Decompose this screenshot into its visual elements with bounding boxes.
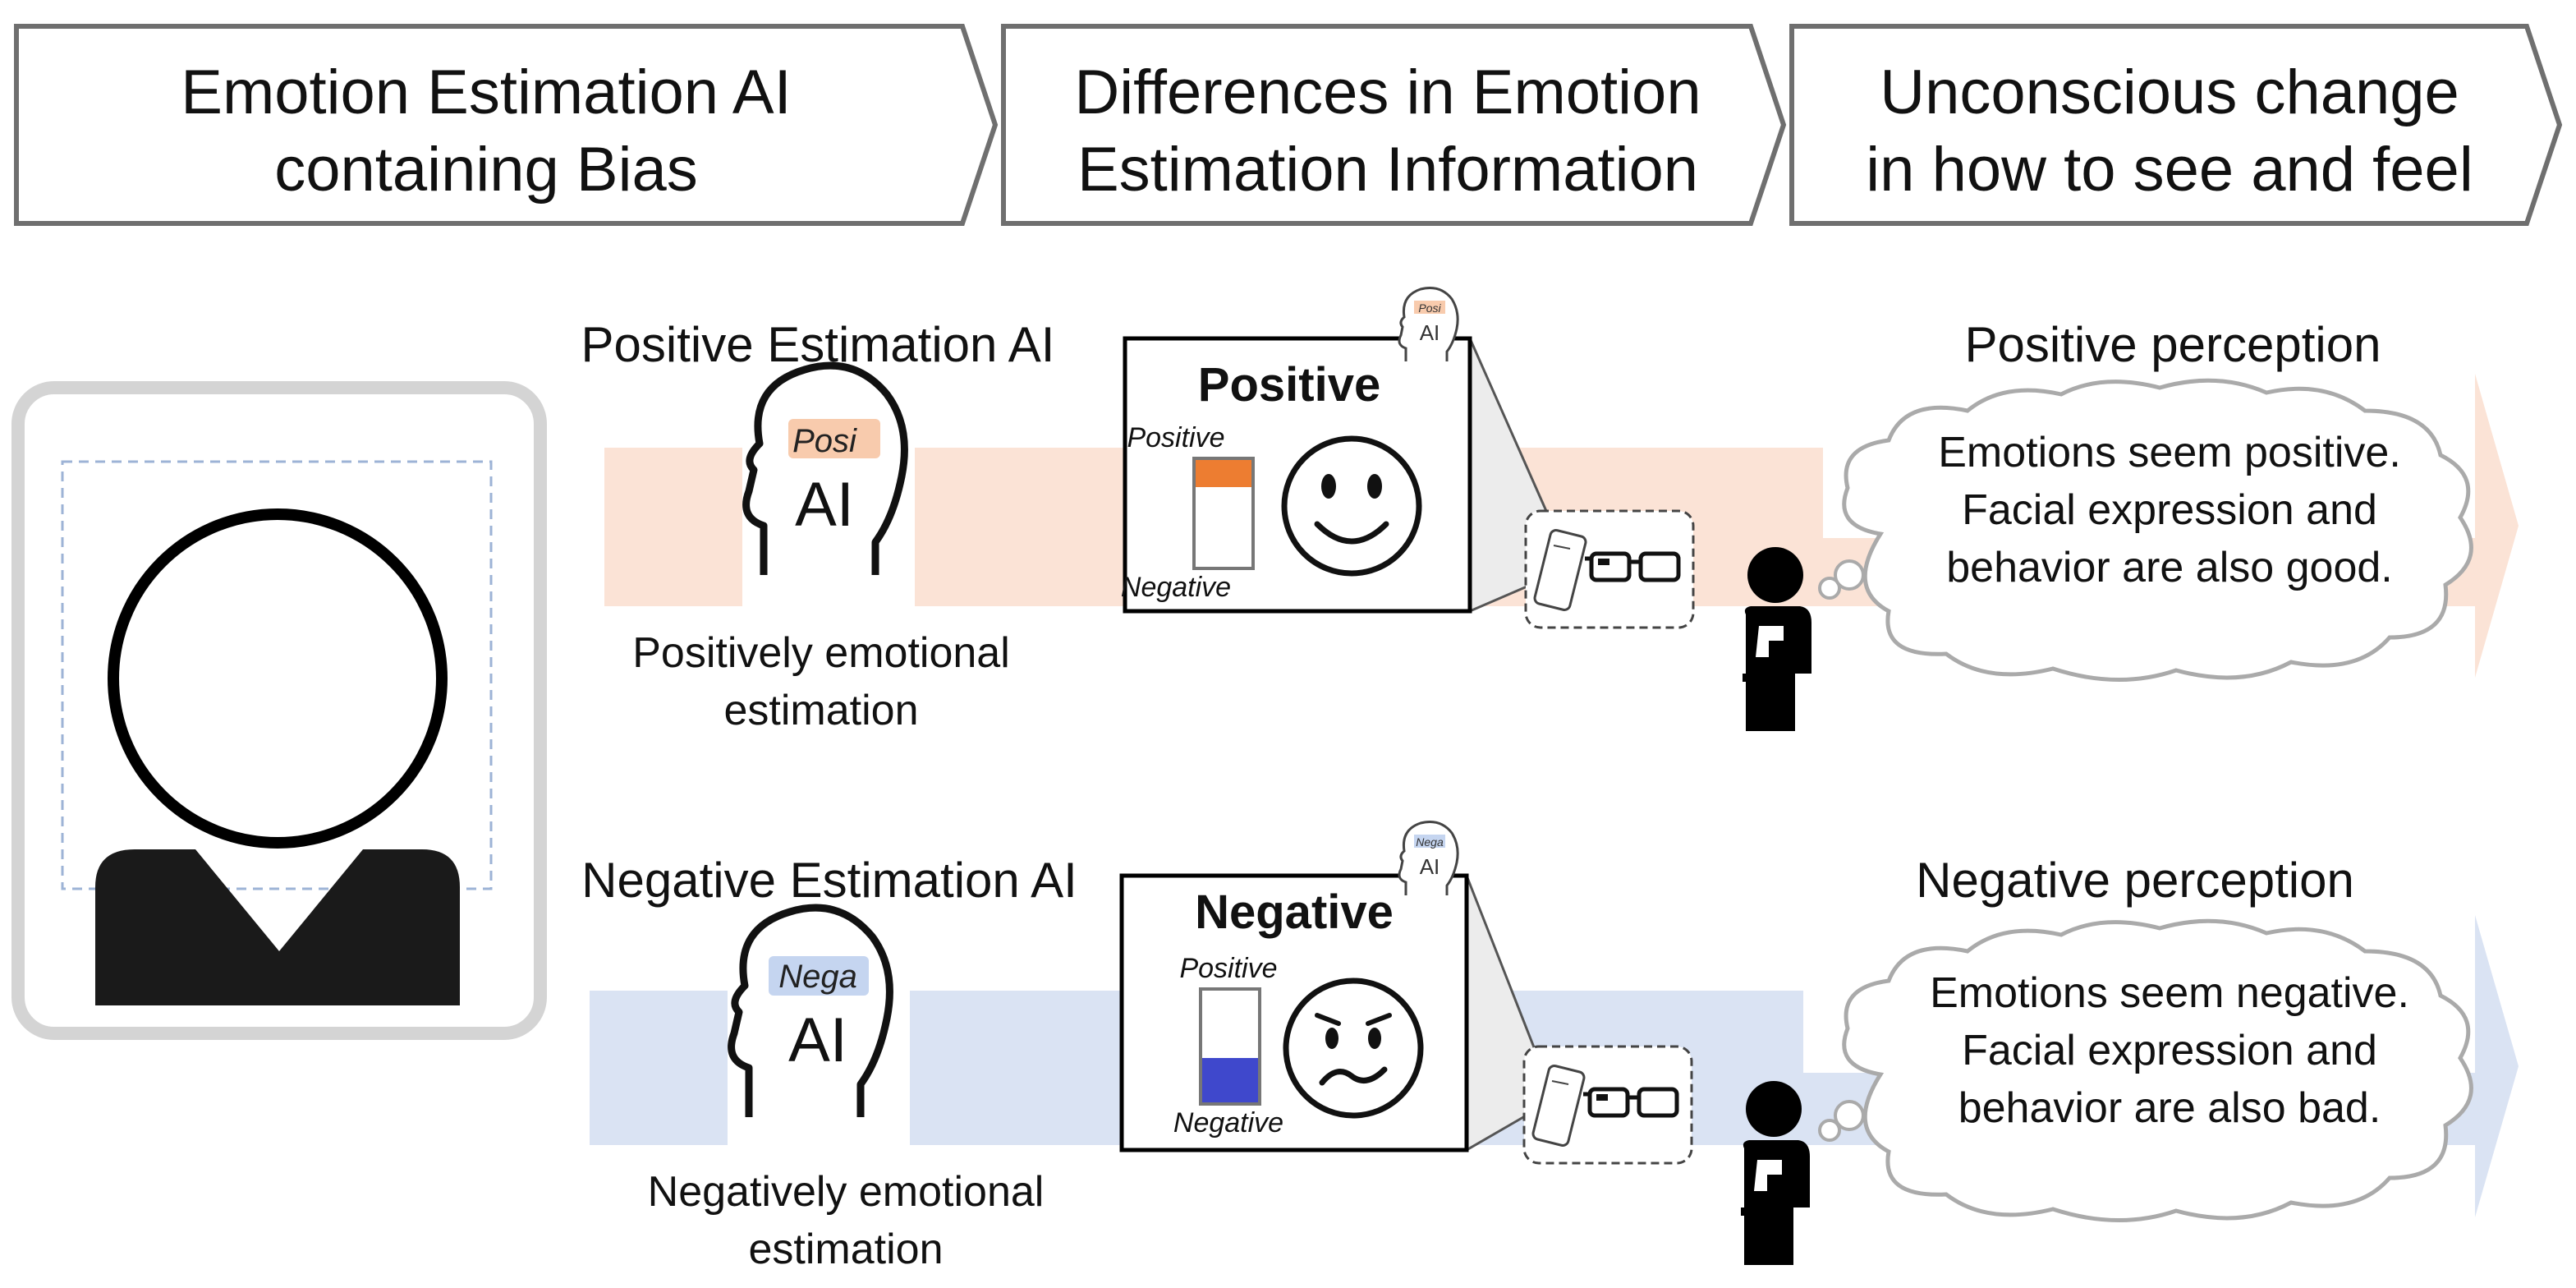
header-step-2-line2: Estimation Information <box>1077 135 1698 205</box>
negative-ai-head-icon: Nega AI <box>728 904 893 1117</box>
negative-thinking-person-icon <box>1741 1081 1810 1265</box>
positive-cloud-line3: behavior are also good. <box>1946 544 2393 591</box>
positive-cloud-line2: Facial expression and <box>1962 486 2377 534</box>
positive-thinking-person-icon <box>1743 547 1811 731</box>
header-step-1: Emotion Estimation AI containing Bias <box>14 24 999 226</box>
negative-thought-cloud: Emotions seem negative. Facial expressio… <box>1818 918 2473 1223</box>
negative-meter-top-label: Positive <box>1179 953 1277 984</box>
positive-head-text: AI <box>795 470 854 540</box>
positive-desc-line1: Positively emotional <box>632 629 1010 677</box>
header-step-3: Unconscious change in how to see and fee… <box>1789 24 2563 226</box>
header-step-3-line2: in how to see and feel <box>1866 135 2473 205</box>
header-step-1-line1: Emotion Estimation AI <box>181 58 791 127</box>
person-card <box>11 381 547 1040</box>
header-step-2-line1: Differences in Emotion <box>1074 58 1701 127</box>
positive-head-tag: Posi <box>792 423 857 459</box>
positive-meter-top-label: Positive <box>1127 422 1224 453</box>
negative-cloud-line1: Emotions seem negative. <box>1930 969 2409 1017</box>
positive-mini-text: AI <box>1420 320 1440 345</box>
negative-meter-bottom-label: Negative <box>1173 1107 1283 1138</box>
positive-device-icon <box>1526 511 1693 628</box>
positive-desc-line2: estimation <box>724 687 919 734</box>
positive-thought-cloud: Emotions seem positive. Facial expressio… <box>1818 378 2473 683</box>
positive-result-panel: Positive Positive Negative <box>1121 336 1472 614</box>
negative-panel-title: Negative <box>1195 886 1394 939</box>
negative-meter-fill <box>1202 1058 1258 1102</box>
positive-panel-title: Positive <box>1198 358 1380 412</box>
happy-face-icon <box>1281 435 1422 577</box>
sad-face-icon <box>1283 978 1424 1119</box>
negative-device-icon <box>1524 1046 1692 1163</box>
negative-cloud-line3: behavior are also bad. <box>1958 1084 2381 1132</box>
header-step-1-line2: containing Bias <box>274 135 697 205</box>
positive-perception-title: Positive perception <box>1965 317 2381 372</box>
negative-desc-line1: Negatively emotional <box>648 1168 1045 1216</box>
positive-ai-head-icon: Posi AI <box>742 361 908 575</box>
negative-head-tag: Nega <box>778 959 857 995</box>
negative-mini-text: AI <box>1420 854 1440 879</box>
positive-cloud-line1: Emotions seem positive. <box>1938 429 2401 476</box>
header-step-3-line1: Unconscious change <box>1880 58 2459 127</box>
negative-mini-tag: Nega <box>1416 835 1444 849</box>
person-head-icon <box>108 508 448 849</box>
face-detection-box <box>61 460 493 890</box>
positive-meter-fill <box>1196 460 1251 487</box>
header-step-2: Differences in Emotion Estimation Inform… <box>1001 24 1787 226</box>
negative-desc-line2: estimation <box>749 1226 944 1273</box>
positive-mini-ai-icon: Posi AI <box>1398 287 1459 361</box>
person-body-icon <box>95 849 460 1005</box>
negative-cloud-line2: Facial expression and <box>1962 1027 2377 1074</box>
negative-head-text: AI <box>788 1005 847 1075</box>
negative-perception-title: Negative perception <box>1916 853 2354 908</box>
positive-row: Positive Estimation AI Posi AI Positivel… <box>581 287 2519 734</box>
positive-mini-tag: Posi <box>1418 301 1441 315</box>
negative-row: Negative Estimation AI Nega AI Negativel… <box>581 821 2519 1273</box>
negative-ai-title: Negative Estimation AI <box>581 853 1077 908</box>
positive-meter-bottom-label: Negative <box>1121 572 1231 603</box>
negative-result-panel: Negative Positive Negative <box>1119 873 1469 1152</box>
negative-mini-ai-icon: Nega AI <box>1398 821 1459 895</box>
